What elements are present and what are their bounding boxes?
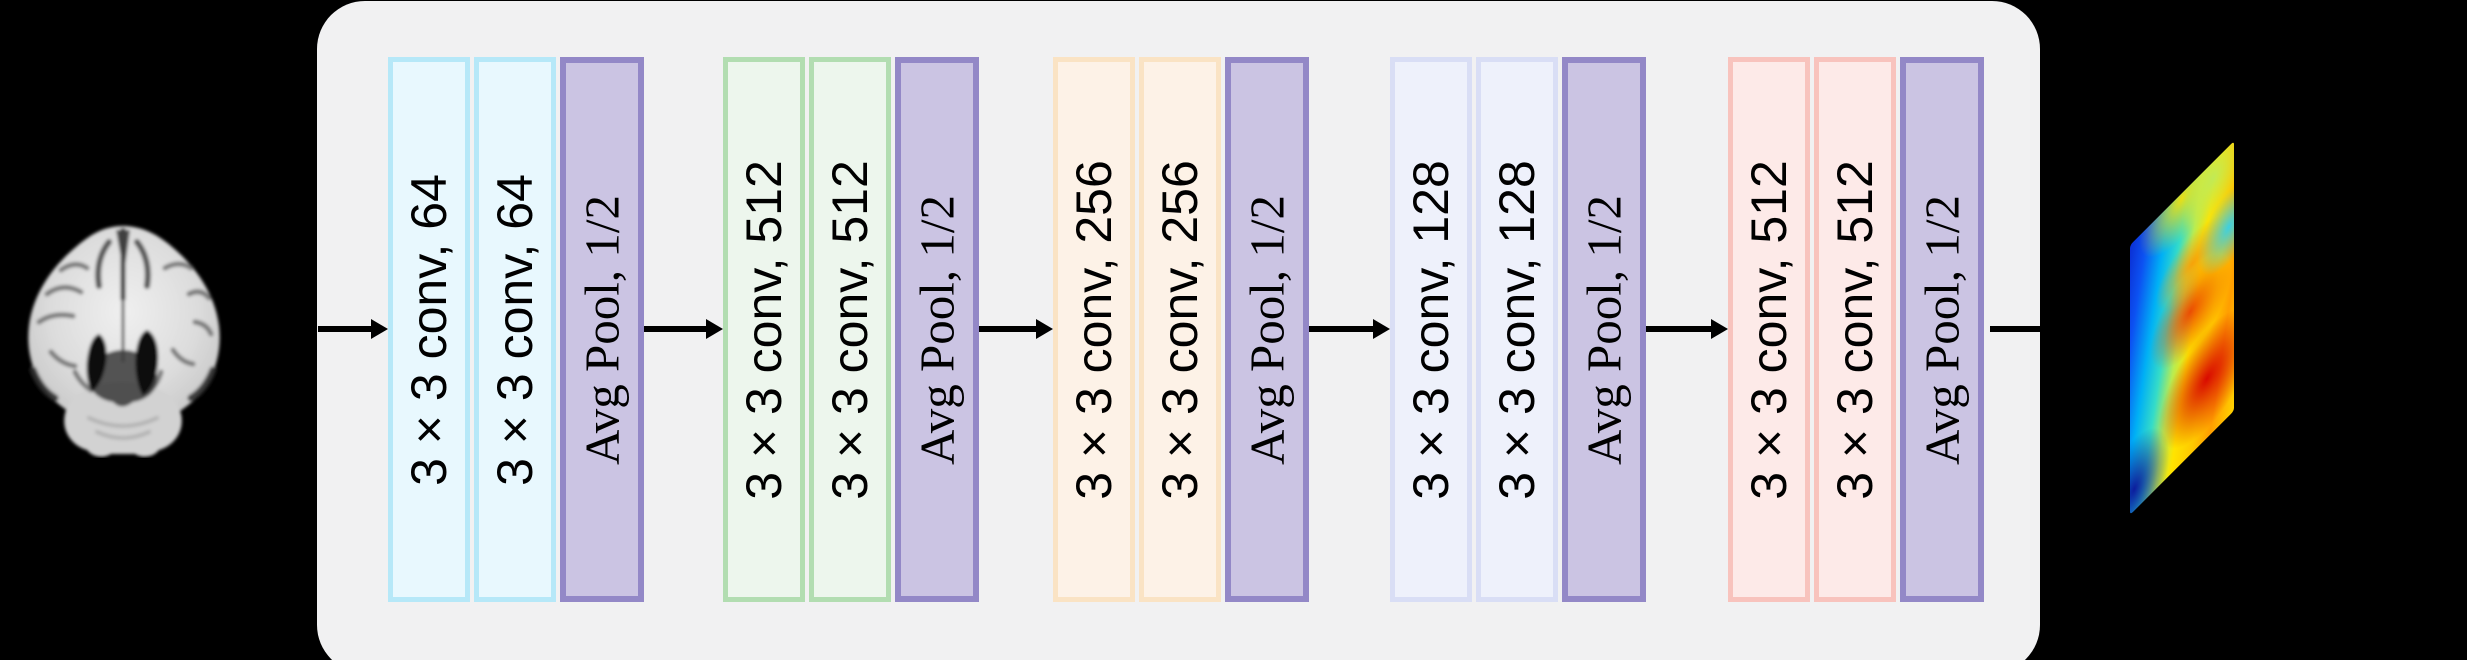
avg-pool-bar: Avg Pool, 1/2 (895, 57, 979, 602)
conv-layer-label: 3 × 3 conv, 256 (1152, 159, 1208, 500)
conv-layer-bar: 3 × 3 conv, 512 (723, 57, 805, 602)
conv-layer-label: 3 × 3 conv, 512 (1827, 159, 1883, 500)
conv-layer-bar: 3 × 3 conv, 64 (474, 57, 556, 602)
avg-pool-bar: Avg Pool, 1/2 (1900, 57, 1984, 602)
flow-arrow-line (318, 326, 372, 332)
flow-arrow-head (1711, 319, 1728, 339)
flow-arrow-line (1309, 326, 1374, 332)
avg-pool-bar: Avg Pool, 1/2 (1225, 57, 1309, 602)
flow-arrow-head (371, 319, 388, 339)
temporal-sulci (29, 366, 217, 402)
cerebellum (64, 382, 182, 457)
avg-pool-bar: Avg Pool, 1/2 (1562, 57, 1646, 602)
conv-layer-bar: 3 × 3 conv, 128 (1390, 57, 1472, 602)
conv-layer-bar: 3 × 3 conv, 512 (1728, 57, 1810, 602)
flow-arrow-head (706, 319, 723, 339)
conv-layer-label: 3 × 3 conv, 512 (822, 159, 878, 500)
conv-layer-bar: 3 × 3 conv, 256 (1139, 57, 1221, 602)
conv-layer-label: 3 × 3 conv, 512 (736, 159, 792, 500)
avg-pool-label: Avg Pool, 1/2 (1576, 194, 1632, 465)
conv-layer-bar: 3 × 3 conv, 64 (388, 57, 470, 602)
flow-arrow-exit-line (1990, 326, 2126, 332)
flow-arrow-head (1373, 319, 1390, 339)
avg-pool-bar: Avg Pool, 1/2 (560, 57, 644, 602)
flow-arrow-head (1036, 319, 1053, 339)
conv-layer-label: 3 × 3 conv, 128 (1489, 159, 1545, 500)
conv-layer-bar: 3 × 3 conv, 128 (1476, 57, 1558, 602)
avg-pool-label: Avg Pool, 1/2 (1239, 194, 1295, 465)
conv-layer-label: 3 × 3 conv, 128 (1403, 159, 1459, 500)
conv-layer-label: 3 × 3 conv, 64 (401, 173, 457, 486)
flow-arrow-line (644, 326, 707, 332)
conv-layer-bar: 3 × 3 conv, 256 (1053, 57, 1135, 602)
avg-pool-label: Avg Pool, 1/2 (909, 194, 965, 465)
avg-pool-label: Avg Pool, 1/2 (574, 194, 630, 465)
conv-layer-bar: 3 × 3 conv, 512 (809, 57, 891, 602)
conv-layer-bar: 3 × 3 conv, 512 (1814, 57, 1896, 602)
brain-mri-image (28, 226, 220, 457)
flow-arrow-line (979, 326, 1037, 332)
conv-layer-label: 3 × 3 conv, 256 (1066, 159, 1122, 500)
conv-layer-label: 3 × 3 conv, 64 (487, 173, 543, 486)
avg-pool-label: Avg Pool, 1/2 (1914, 194, 1970, 465)
flow-arrow-line (1646, 326, 1712, 332)
left-ventricle (86, 334, 107, 392)
conv-layer-label: 3 × 3 conv, 512 (1741, 159, 1797, 500)
saliency-heatmap-image (2130, 141, 2234, 515)
right-ventricle (135, 330, 159, 396)
cerebellum-folia (87, 416, 159, 440)
central-sulci (95, 239, 151, 289)
